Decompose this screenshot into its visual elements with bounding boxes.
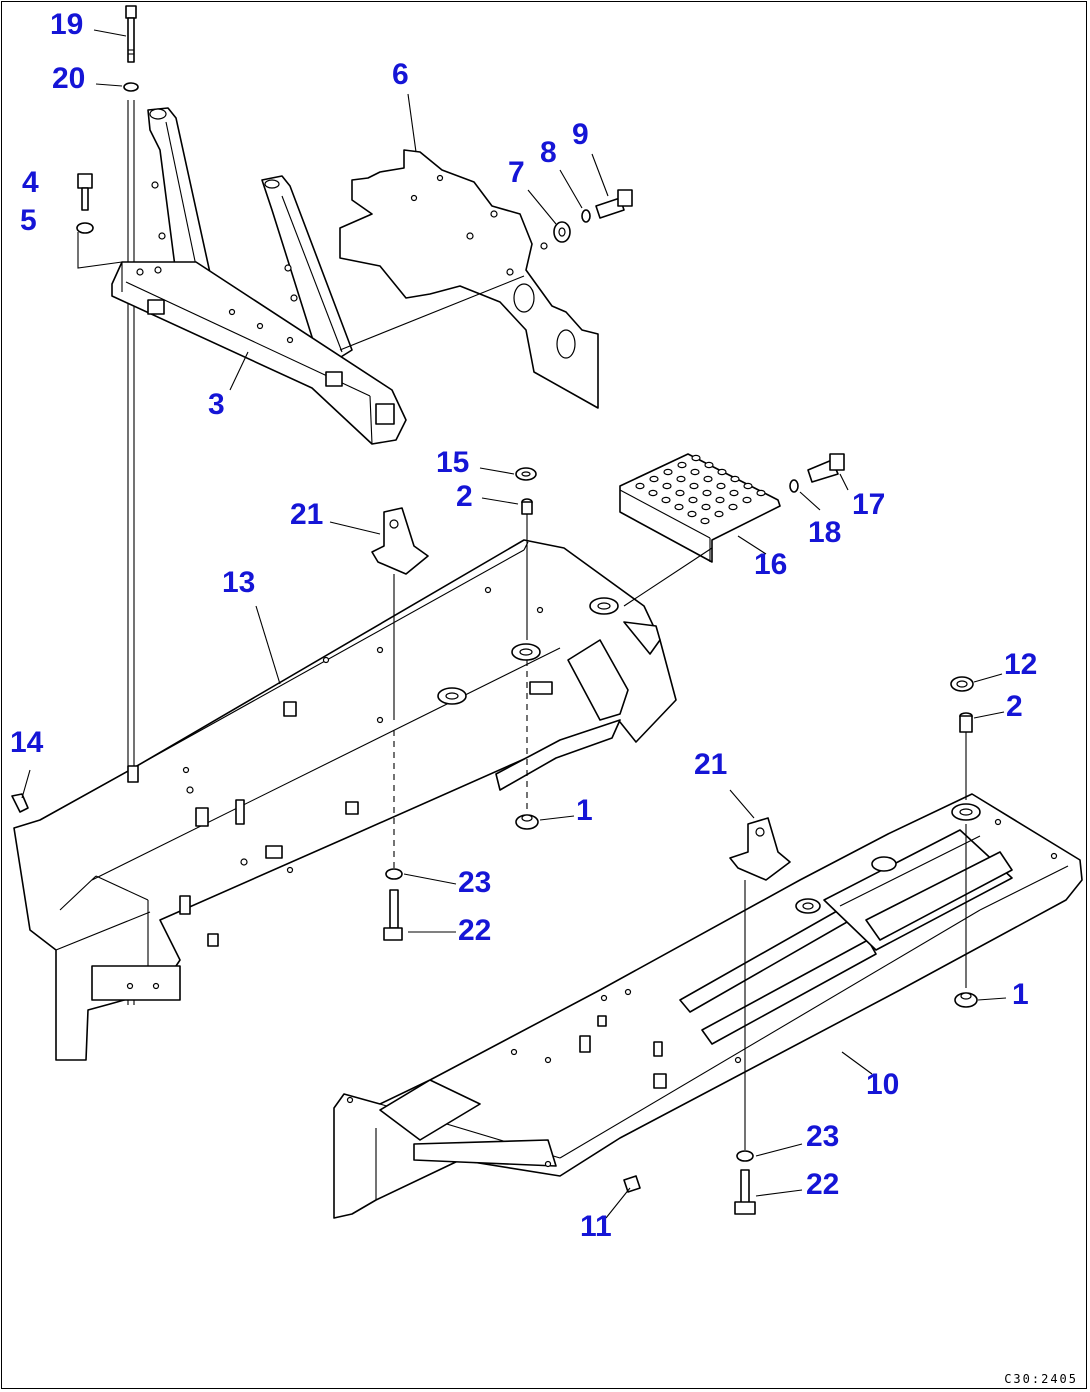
part-7-nut: [553, 221, 571, 243]
part-6-cover-plate: [339, 149, 599, 409]
step-plate-hole: [704, 461, 714, 469]
step-plate-hole: [675, 489, 685, 497]
step-plate-hole: [648, 489, 658, 497]
step-plate-hole: [674, 503, 684, 511]
callout-21-right: 21: [694, 748, 728, 781]
callout-3: 3: [208, 388, 225, 421]
part-18-washer: [789, 479, 799, 493]
callout-4: 4: [22, 166, 39, 199]
step-plate-hole: [714, 510, 724, 518]
step-plate-hole: [728, 503, 738, 511]
callout-7: 7: [508, 156, 525, 189]
callout-18: 18: [808, 516, 842, 549]
part-17-bolt: [807, 453, 845, 483]
callout-22-upper: 22: [458, 914, 492, 947]
callout-6: 6: [392, 58, 409, 91]
part-22-bolt-upper: [383, 889, 403, 941]
part-5-leader: [77, 232, 123, 269]
step-plate-hole: [756, 489, 766, 497]
part-23-washer-upper: [385, 868, 403, 880]
step-plate-hole: [716, 482, 726, 490]
cover-leader: [339, 275, 525, 351]
part-19-bolt: [125, 5, 137, 63]
part-14-pin: [11, 793, 29, 813]
step-plate-hole: [677, 461, 687, 469]
callout-23-upper: 23: [458, 866, 492, 899]
callout-16: 16: [754, 548, 788, 581]
step-plate-hole: [687, 510, 697, 518]
step-plate-hole: [663, 468, 673, 476]
callout-9: 9: [572, 118, 589, 151]
callout-13: 13: [222, 566, 256, 599]
callout-12: 12: [1004, 648, 1038, 681]
step-plate-hole: [662, 482, 672, 490]
callout-17: 17: [852, 488, 886, 521]
callout-19: 19: [50, 8, 84, 41]
step-plate-hole: [691, 454, 701, 462]
step-plate-hole: [742, 496, 752, 504]
part-5-washer: [76, 222, 94, 234]
part-16-step-plate: [619, 453, 781, 563]
step-plate-hole: [730, 475, 740, 483]
part-2-collar-right: [959, 712, 973, 733]
part-23-washer-right: [736, 1150, 754, 1162]
drawing-code: C30:2405: [1004, 1372, 1078, 1386]
part-10-right-frame: [333, 793, 1083, 1219]
part-9-bolt: [595, 189, 633, 219]
callout-15: 15: [436, 446, 470, 479]
step-plate-hole: [703, 475, 713, 483]
step-plate-holes: [635, 454, 766, 525]
step-plate-hole: [689, 482, 699, 490]
step-plate-hole: [701, 503, 711, 511]
step-plate-hole: [702, 489, 712, 497]
part-12-washer: [950, 676, 974, 692]
callout-2-upper: 2: [456, 480, 473, 513]
step-plate-hole: [649, 475, 659, 483]
part-21-mount-right: [729, 817, 791, 881]
step-plate-hole: [743, 482, 753, 490]
part-1-nut-right: [954, 992, 978, 1008]
part-8-washer: [581, 209, 591, 223]
part-13-main-frame: [13, 539, 677, 1061]
callout-1-right: 1: [1012, 978, 1029, 1011]
step-plate-hole: [700, 517, 710, 525]
callout-8: 8: [540, 136, 557, 169]
step-plate-leader: [623, 547, 713, 607]
callout-5: 5: [20, 204, 37, 237]
part-2-collar-upper: [521, 498, 533, 515]
part-1-nut-upper: [515, 814, 539, 830]
part-20-washer: [123, 82, 139, 92]
step-plate-hole: [688, 496, 698, 504]
step-plate-hole: [729, 489, 739, 497]
part-15-washer: [515, 467, 537, 481]
callout-1-upper: 1: [576, 794, 593, 827]
callout-11: 11: [580, 1210, 612, 1243]
step-plate-hole: [717, 468, 727, 476]
callout-21-upper: 21: [290, 498, 324, 531]
part-4-bolt: [77, 173, 93, 211]
part-21-mount-upper: [371, 507, 429, 720]
step-plate-hole: [635, 482, 645, 490]
callout-leaders: [21, 29, 1007, 1219]
callout-22-right: 22: [806, 1168, 840, 1201]
step-plate-hole: [690, 468, 700, 476]
callout-2-right: 2: [1006, 690, 1023, 723]
part-22-bolt-right: [734, 1169, 756, 1215]
callout-23-right: 23: [806, 1120, 840, 1153]
step-plate-hole: [676, 475, 686, 483]
step-plate-hole: [715, 496, 725, 504]
part-3-bracket: [111, 107, 407, 445]
callout-20: 20: [52, 62, 86, 95]
callout-14: 14: [10, 726, 44, 759]
step-plate-hole: [661, 496, 671, 504]
part-11-pin: [623, 1175, 641, 1193]
callout-10: 10: [866, 1068, 900, 1101]
